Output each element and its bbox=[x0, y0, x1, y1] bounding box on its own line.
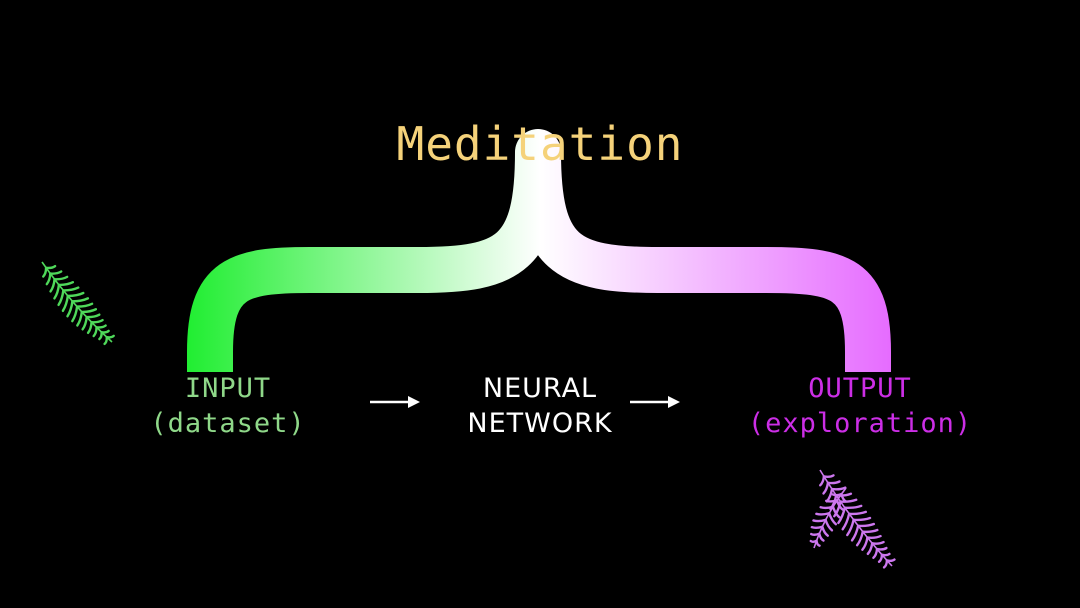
arrow-right-icon bbox=[370, 396, 420, 408]
neural-network-node: NEURAL NETWORK bbox=[467, 373, 612, 439]
neural-network-sublabel: NETWORK bbox=[467, 408, 612, 439]
fern-icon bbox=[41, 261, 115, 346]
neural-network-label: NEURAL bbox=[483, 373, 597, 404]
input-label: INPUT bbox=[185, 373, 271, 404]
output-sublabel: (exploration) bbox=[748, 408, 972, 439]
output-node: OUTPUT (exploration) bbox=[748, 373, 972, 439]
diagram-title: Meditation bbox=[397, 117, 684, 171]
fern-icon bbox=[809, 487, 848, 549]
curly-brace bbox=[187, 129, 891, 375]
input-node: INPUT (dataset) bbox=[150, 373, 305, 439]
output-label: OUTPUT bbox=[808, 373, 912, 404]
input-sublabel: (dataset) bbox=[150, 408, 305, 439]
fern-icon bbox=[819, 469, 896, 569]
arrow-right-icon bbox=[630, 396, 680, 408]
